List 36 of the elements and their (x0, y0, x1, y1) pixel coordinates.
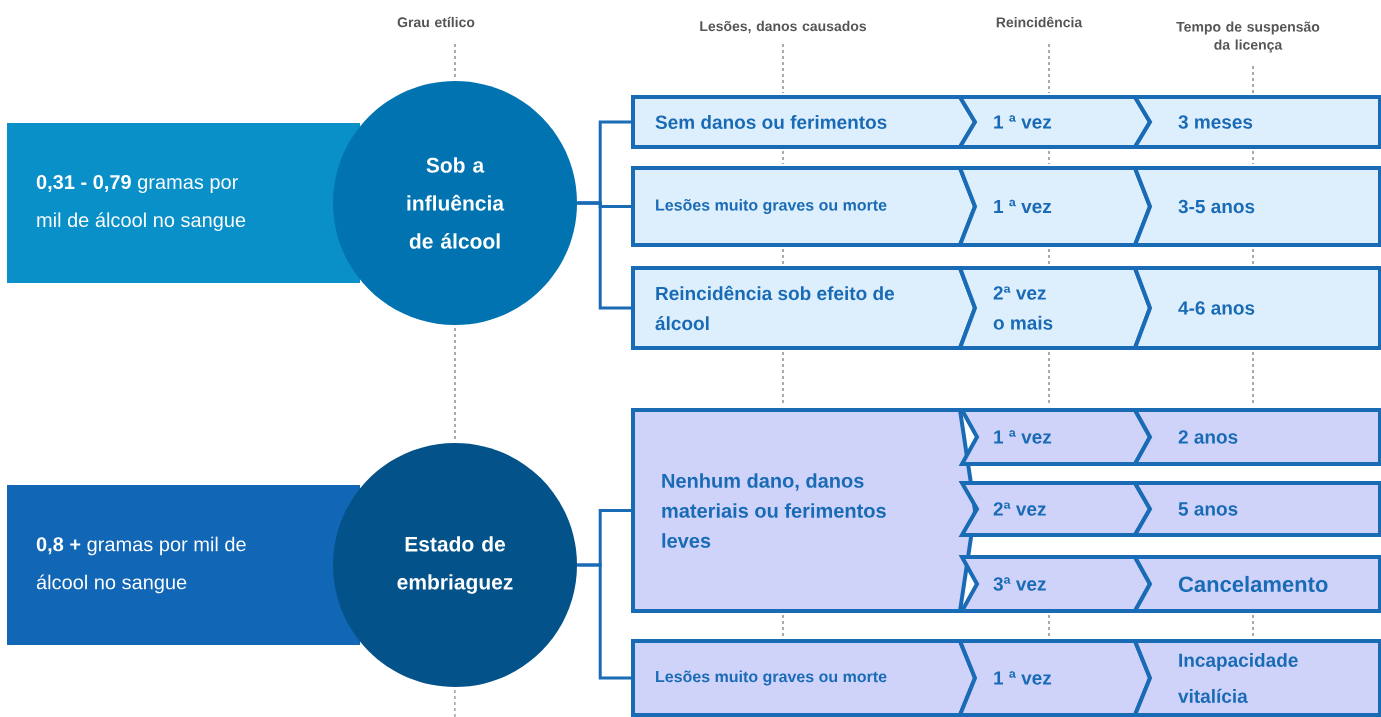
chevron-cell: Incapacidade vitalícia (1132, 639, 1381, 717)
node-label: Lesões muito graves ou morte (656, 670, 887, 686)
chevron-cell: 2ª vez (958, 481, 1153, 537)
chevron-cell: 3-5 anos (1132, 166, 1381, 247)
chevron-cell: 3 meses (1131, 95, 1381, 149)
chevron-cell: Cancelamento (1131, 555, 1381, 613)
node-label: 4-6 anos (1178, 301, 1255, 315)
chevron-cell: Nenhum dano, danos materiais ou ferimentos leves (631, 408, 978, 613)
chevron-cell: Reincidência sob efeito de álcool (631, 266, 978, 350)
chevron-cell: 4-6 anos (1132, 266, 1381, 350)
column-header: Lesões, danos causados (700, 20, 867, 34)
range-band: 0,31 - 0,79 gramas por mil de álcool no sangue (7, 123, 360, 283)
node-label: 5 anos (1178, 502, 1238, 516)
node-label: Incapacidade vitalícia (1178, 653, 1298, 703)
chevron-cell: 1 ª vez (958, 408, 1153, 466)
chevron-cell: 1 ª vez (956, 95, 1153, 149)
node-label: 3 meses (1178, 115, 1253, 129)
chevron-cell: 2ª vez o mais (957, 266, 1153, 350)
bracket-connector (577, 201, 633, 310)
column-header: Reincidência (996, 16, 1083, 28)
chevron-cell: 2 anos (1131, 408, 1381, 466)
chevron-cell: Lesões muito graves ou morte (631, 166, 978, 247)
column-header: Grau etílico (397, 16, 475, 28)
column-header: Tempo de suspensão da licença (1176, 21, 1320, 53)
bracket-connector (577, 563, 633, 680)
chevron-cell: 1 ª vez (957, 639, 1153, 717)
node-label: 1 ª vez (994, 671, 1052, 685)
chevron-cell: 1 ª vez (957, 166, 1153, 247)
chevron-cell: Lesões muito graves ou morte (631, 639, 978, 717)
node-label: 3-5 anos (1178, 199, 1255, 214)
chevron-cell: 3ª vez (958, 555, 1153, 613)
range-band: 0,8 + gramas por mil de álcool no sangue (7, 485, 360, 645)
node-label: 2 anos (1178, 430, 1238, 444)
node-label: Cancelamento (1178, 575, 1328, 593)
chevron-cell: 5 anos (1131, 481, 1381, 537)
chevron-cell: Sem danos ou ferimentos (631, 95, 978, 149)
